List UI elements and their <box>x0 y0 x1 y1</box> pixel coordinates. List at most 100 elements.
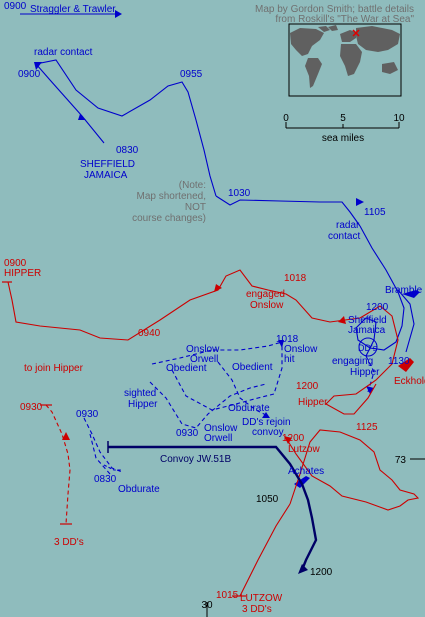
time-0940: 0940 <box>138 328 161 339</box>
radar-contact-2b: contact <box>328 231 360 242</box>
map-credit-line-1: Map by Gordon Smith; battle details <box>255 4 414 15</box>
bramble-label: Bramble <box>385 285 423 296</box>
convoy-label: Convoy JW.51B <box>160 454 231 465</box>
obdurate-1-label: Obdurate <box>228 403 270 414</box>
onslow-track-1 <box>151 341 283 365</box>
time-1015: 1015 <box>216 590 239 601</box>
lutzow-track <box>285 429 420 511</box>
three-dds-1: 3 DD's <box>54 537 84 548</box>
scale-tick-10: 10 <box>393 113 405 124</box>
hipper-track-2 <box>325 305 399 415</box>
dds-track <box>45 404 71 525</box>
german-start-marks <box>2 281 246 597</box>
scale-bar <box>285 122 400 129</box>
lat-label: 73 <box>395 455 407 466</box>
time-1018-blue: 1018 <box>276 334 299 345</box>
lon-label: 30 <box>201 600 213 611</box>
onslow-hit-b: hit <box>284 354 295 365</box>
dds-circle <box>358 337 378 357</box>
engaging-label-b: Hipper <box>350 367 380 378</box>
engaged-label-b: Onslow <box>250 300 284 311</box>
scale-tick-0: 0 <box>283 113 289 124</box>
time-0900-top: 0900 <box>4 1 27 12</box>
british-tracks <box>20 13 415 475</box>
radar-contact-2a: radar <box>336 220 360 231</box>
eckholdt-label: Eckholdt <box>394 376 425 387</box>
force-r-track-3 <box>355 225 405 357</box>
inset-location-marker <box>352 29 360 37</box>
map-credit-line-2: from Roskill's "The War at Sea" <box>275 14 414 25</box>
time-1200-convoy: 1200 <box>310 567 333 578</box>
time-0930-red: 0930 <box>20 402 43 413</box>
to-join-hipper: to join Hipper <box>24 363 84 374</box>
lutzow-track-2 <box>239 503 291 597</box>
force-r-track-1 <box>34 59 217 197</box>
lutzow-caps-label: LUTZOW <box>240 593 283 604</box>
dds-rejoin-a: DD's rejoin <box>242 417 291 428</box>
bramble-ship-icon <box>402 290 420 298</box>
convoy-track <box>108 445 318 571</box>
time-1200-hipper: 1200 <box>296 381 319 392</box>
achates-label: Achates <box>288 466 324 477</box>
straggler-label: Straggler & Trawler <box>30 4 116 15</box>
orwell-2-label: Orwell <box>204 433 232 444</box>
time-1030: 1030 <box>228 188 251 199</box>
time-0900-hipper: HIPPER <box>4 268 41 279</box>
time-1130: 1130 <box>388 356 410 367</box>
time-1200-lutzow: 1200 <box>282 433 305 444</box>
scale-label: sea miles <box>322 133 364 144</box>
time-1105: 1105 <box>364 207 386 218</box>
force-r-track-2 <box>215 195 361 227</box>
onslow-hit-a: Onslow <box>284 344 318 355</box>
inset-world-map <box>288 23 402 97</box>
orwell-1-label: Orwell <box>190 354 218 365</box>
german-arrowheads <box>62 284 346 444</box>
time-0955: 0955 <box>180 69 203 80</box>
note-line-1: (Note: <box>179 180 206 191</box>
obdurate-track-2 <box>89 433 111 475</box>
sighted-label-a: sighted <box>124 388 156 399</box>
time-0930-blue-2: 0930 <box>176 428 199 439</box>
british-labels: 0900 Straggler & Trawler radar contact 0… <box>4 1 423 578</box>
obdurate-track-3 <box>103 464 122 471</box>
note-line-2: Map shortened, <box>137 191 207 202</box>
radar-contact-1: radar contact <box>34 47 93 58</box>
obdurate-2-label: Obdurate <box>118 484 160 495</box>
onslow-1-label: Onslow <box>186 344 220 355</box>
sheffield-label: SHEFFIELD <box>80 159 135 170</box>
scale-tick-5: 5 <box>340 113 346 124</box>
time-0930-blue-1: 0930 <box>76 409 99 420</box>
eckholdt-ship-icon <box>398 358 414 372</box>
sighted-label-b: Hipper <box>128 399 158 410</box>
jamaica-label: JAMAICA <box>84 170 128 181</box>
time-0830-sheffield: 0830 <box>116 145 139 156</box>
engaging-label-a: engaging <box>332 356 373 367</box>
note-line-3: NOT <box>185 202 206 213</box>
british-arrowheads <box>34 10 374 418</box>
lutzow-label: Lutzow <box>288 444 320 455</box>
hipper-start-time: 0900 <box>4 258 27 269</box>
time-1200-sheffield: 1200 <box>366 302 389 313</box>
time-0830-obdurate: 0830 <box>94 474 117 485</box>
time-0900-mid: 0900 <box>18 69 41 80</box>
dds-label: DD's <box>358 343 378 353</box>
obedient-track <box>217 361 269 417</box>
german-labels: HIPPER 0900 1018 engaged Onslow 0940 Eck… <box>4 268 425 615</box>
time-1125: 1125 <box>356 422 378 433</box>
inset-land <box>290 25 400 88</box>
time-1050: 1050 <box>256 494 279 505</box>
bramble-track <box>397 289 415 353</box>
force-r-track-4 <box>365 355 375 393</box>
dds-rejoin-b: convoy <box>252 427 284 438</box>
jamaica-2-label: Jamaica <box>348 325 386 336</box>
hipper-label: Hipper <box>298 397 328 408</box>
note-line-4: course changes) <box>132 213 206 224</box>
time-1018-red: 1018 <box>284 273 307 284</box>
obdurate-track-1 <box>83 417 123 473</box>
obedient-2-label: Obedient <box>232 362 273 373</box>
engaged-label-a: engaged <box>246 289 285 300</box>
convoy-arrowhead <box>298 564 308 574</box>
three-dds-2: 3 DD's <box>242 604 272 615</box>
onslow-2-label: Onslow <box>204 423 238 434</box>
